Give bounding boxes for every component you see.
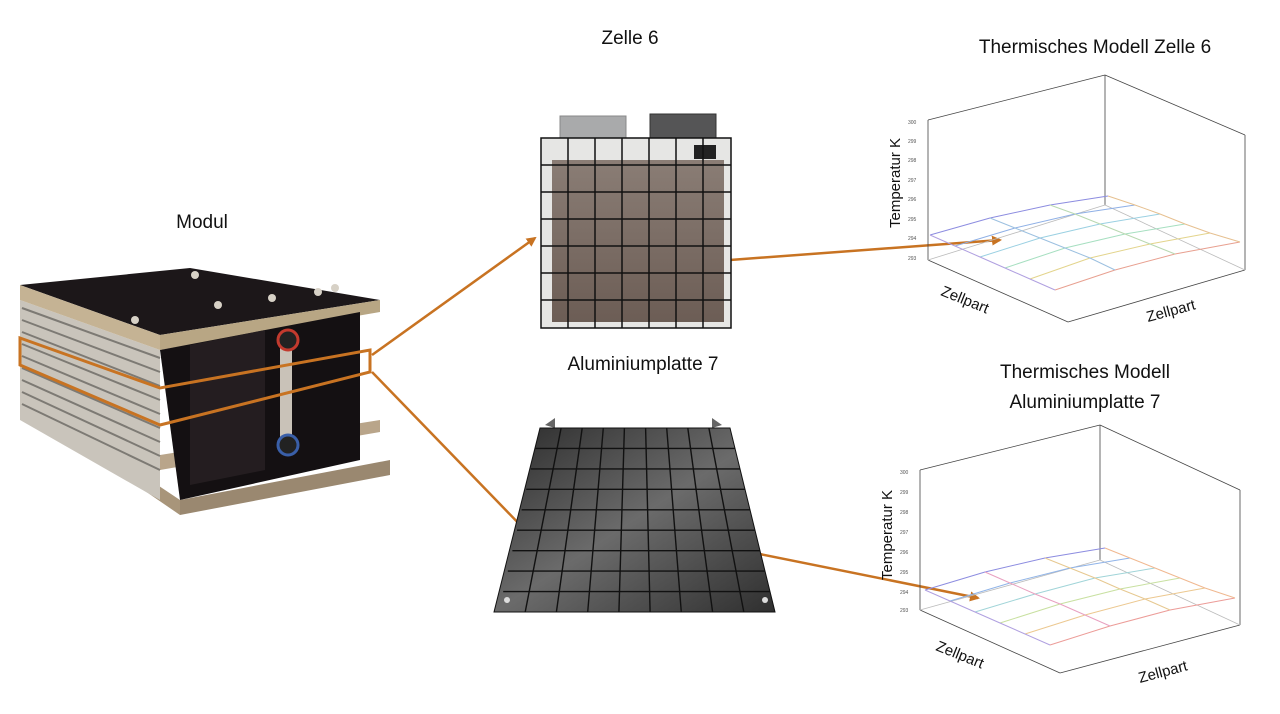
module-image	[18, 268, 390, 515]
svg-text:297: 297	[908, 178, 917, 184]
plot-cell-zticks: 300 299 298 297 296 295 294 293	[908, 120, 917, 262]
svg-text:294: 294	[900, 590, 909, 596]
svg-text:293: 293	[900, 608, 909, 614]
arrows	[371, 235, 1002, 602]
label-model-alu-line1: Thermisches Modell	[1000, 362, 1170, 383]
svg-text:295: 295	[900, 570, 909, 576]
cell-image	[540, 113, 732, 329]
svg-text:300: 300	[908, 120, 917, 126]
svg-text:298: 298	[900, 510, 909, 516]
svg-text:296: 296	[900, 550, 909, 556]
plot-cell-ylabel: Zellpart	[1145, 296, 1199, 326]
label-model-alu-line2: Aluminiumplatte 7	[1009, 392, 1161, 413]
label-zelle-6: Zelle 6	[601, 28, 659, 49]
svg-text:298: 298	[908, 158, 917, 164]
plot-cell-model: 300 299 298 297 296 295 294 293 Temperat…	[887, 74, 1246, 326]
cell-grid	[540, 137, 732, 329]
plot-cell-surface	[929, 195, 1241, 291]
module-port-bottom	[276, 433, 300, 457]
module-base-right	[180, 460, 390, 515]
svg-text:299: 299	[900, 490, 909, 496]
svg-text:297: 297	[900, 530, 909, 536]
plate-grid	[503, 427, 770, 613]
plot-cell-xlabel: Zellpart	[939, 283, 993, 318]
arrow-module-to-cell	[371, 236, 537, 357]
plot-alu-ylabel: Zellpart	[1137, 657, 1191, 687]
plot-alu-zticks: 300 299 298 297 296 295 294 293	[900, 470, 909, 614]
arrow-cell-to-model	[729, 235, 1002, 262]
svg-text:299: 299	[908, 139, 917, 145]
svg-text:296: 296	[908, 197, 917, 203]
plate-surface	[493, 427, 776, 613]
plot-cell-zlabel: Temperatur K	[887, 138, 904, 228]
plate-image	[493, 418, 776, 613]
arrow-module-to-plate	[371, 371, 529, 534]
svg-text:294: 294	[908, 236, 917, 242]
svg-text:293: 293	[908, 256, 917, 262]
plot-alu-surface	[924, 547, 1236, 646]
module-top-rail-right	[160, 300, 380, 350]
label-model-cell: Thermisches Modell Zelle 6	[978, 37, 1212, 58]
svg-text:300: 300	[900, 470, 909, 476]
module-port-top	[276, 328, 300, 352]
plot-alu-zlabel: Temperatur K	[879, 490, 896, 580]
module-top-rail-left	[20, 285, 160, 350]
module-highlight	[18, 335, 372, 427]
label-modul: Modul	[176, 212, 228, 233]
plot-alu-model: 300 299 298 297 296 295 294 293 Temperat…	[879, 424, 1241, 687]
label-aluminiumplatte-7: Aluminiumplatte 7	[567, 354, 719, 375]
module-top	[20, 268, 380, 335]
plot-alu-xlabel: Zellpart	[934, 638, 988, 673]
svg-text:295: 295	[908, 217, 917, 223]
